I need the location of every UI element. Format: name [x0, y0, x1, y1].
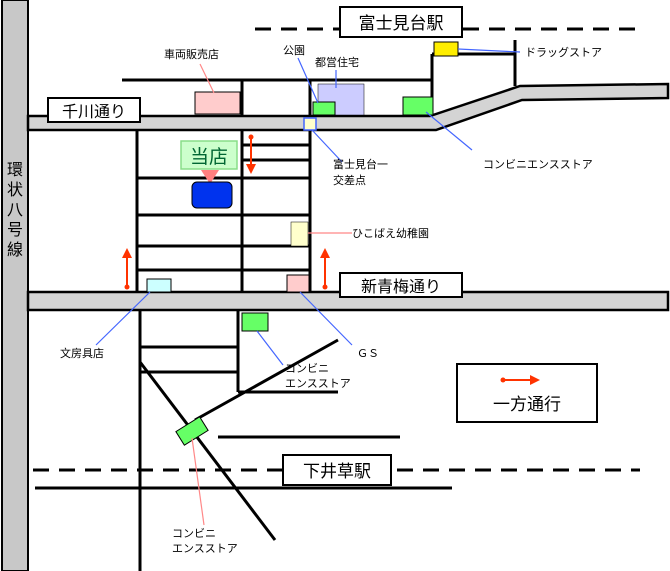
car-dealer-building [194, 91, 241, 115]
senkawa-road [26, 82, 670, 132]
leader-line [199, 63, 215, 94]
leader-line [311, 129, 343, 163]
legend-one-way-arrow-tail [500, 377, 506, 383]
kindergarten-label: ひこばえ幼稚園 [352, 227, 429, 240]
leader-line [457, 48, 521, 53]
legend: 一方通行 [456, 363, 598, 423]
svg-text:千川通り: 千川通り [62, 102, 126, 121]
intersection-label-line1: 富士見台一 [333, 157, 388, 171]
leader-line [297, 57, 319, 104]
one-way-arrow-tail [124, 284, 130, 290]
one-way-arrow-tail [322, 284, 328, 290]
leader-line [256, 330, 284, 366]
shop-label: 当店 [190, 146, 228, 168]
drugstore-building [433, 41, 459, 57]
shop-label-box [180, 140, 238, 170]
car-dealer-label: 車両販売店 [164, 47, 219, 61]
fujimidai-station-label: 富士見台駅 [359, 14, 444, 34]
leader-line [191, 437, 205, 526]
drugstore-label: ドラッグストア [525, 45, 602, 59]
tokyo-housing-label: 都営住宅 [315, 55, 359, 69]
convenience-store-3-label-line2: エンスストア [172, 542, 238, 555]
park-label: 公園 [283, 44, 305, 57]
stationery-building [146, 278, 172, 293]
road [194, 338, 339, 422]
legend-one-way-label: 一方通行 [493, 395, 561, 415]
park-area [312, 101, 336, 116]
ring-road-8-label: 環状八号線 [7, 160, 23, 259]
ring-road-8 [1, 0, 29, 571]
convenience-store-1-label: コンビニエンスストア [483, 158, 593, 171]
stationery-label: 文房具店 [60, 346, 104, 360]
convenience-store-2-label-line1: コンビニ [285, 362, 329, 375]
legend-box [456, 363, 598, 423]
shop-marker [191, 181, 233, 209]
senkawa-road-label: 千川通り [47, 97, 141, 123]
fujimidai-station: 富士見台駅 [339, 6, 463, 38]
intersection-label-line2: 交差点 [333, 173, 366, 187]
one-way-arrow-tail [248, 134, 254, 140]
road [138, 361, 277, 541]
shinome-road-label: 新青梅通り [339, 272, 463, 298]
shop-pointer-arrow [201, 170, 219, 184]
kindergarten-building [290, 221, 309, 247]
shimoigusa-station: 下井草駅 [282, 454, 392, 486]
shop: 当店 [180, 140, 238, 209]
convenience-store-3-label-line1: コンビニ [172, 527, 216, 540]
svg-text:新青梅通り: 新青梅通り [361, 277, 441, 296]
leader-line [299, 291, 353, 346]
intersection-marker [303, 117, 317, 131]
convenience-store-3-building [175, 416, 209, 446]
shimoigusa-station-label: 下井草駅 [303, 462, 371, 482]
leader-line [95, 291, 151, 346]
gas-station-building [286, 274, 310, 293]
convenience-store-2-building [241, 312, 269, 332]
convenience-store-1-building [402, 96, 434, 116]
leader-line [425, 111, 473, 151]
convenience-store-2-label-line2: エンスストア [285, 377, 351, 390]
gas-station-label: ＧＳ [357, 347, 379, 360]
